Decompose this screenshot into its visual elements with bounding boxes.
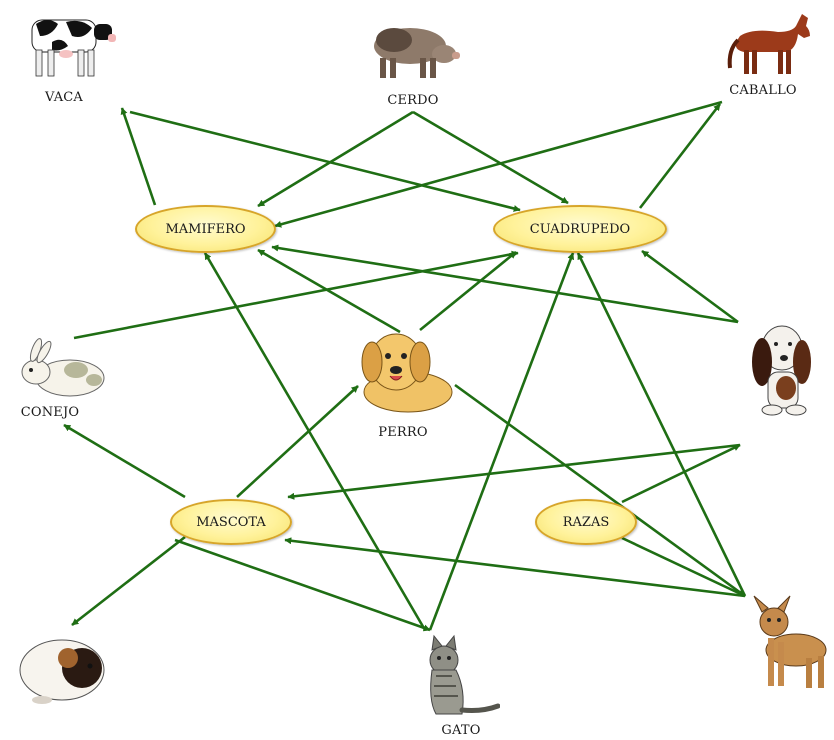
arrow-perro-to-mamifero	[257, 248, 401, 334]
cow-icon	[31, 19, 116, 77]
arrow-mascota-to-gato	[174, 538, 431, 632]
arrow-conejo-to-cuadrupedo	[73, 250, 519, 340]
label-gato: GATO	[441, 723, 481, 738]
concept-cuadrupedo[interactable]: CUADRUPEDO	[493, 205, 667, 253]
arrow-gato-to-cuadrupedo	[428, 252, 575, 631]
arrow-vaca-to-cuadrupedo	[129, 110, 521, 212]
concept-mascota[interactable]: MASCOTA	[170, 499, 292, 545]
cat-icon	[429, 634, 500, 715]
dog-icon	[361, 333, 453, 413]
label-cerdo: CERDO	[387, 93, 439, 108]
arrow-cuadrupedo-to-caballo	[638, 103, 722, 209]
arrow-chihuahua-to-cuadrupedo	[576, 252, 747, 597]
label-conejo: CONEJO	[20, 405, 80, 420]
arrow-caballo-to-mamifero	[274, 100, 723, 228]
label-caballo: CABALLO	[729, 83, 797, 98]
arrow-chihuahua-to-mascota	[284, 537, 746, 598]
arrow-cerdo-to-cuadrupedo	[412, 110, 569, 205]
concept-mascota-label: MASCOTA	[196, 514, 266, 530]
arrow-razas-to-basset	[621, 443, 741, 504]
arrow-perro-to-cuadrupedo	[419, 250, 517, 332]
arrow-mascota-to-perro	[236, 385, 359, 498]
arrow-mamifero-to-vaca	[120, 107, 157, 206]
label-perro: PERRO	[378, 425, 428, 440]
guinea-pig-icon	[19, 639, 105, 704]
arrow-basset-to-mascota	[287, 443, 741, 500]
arrow-basset-to-cuadrupedo	[641, 249, 739, 324]
basset-hound-icon	[752, 325, 811, 416]
concept-mamifero-label: MAMIFERO	[165, 221, 246, 237]
concept-cuadrupedo-label: CUADRUPEDO	[529, 221, 631, 237]
concept-mamifero[interactable]: MAMIFERO	[135, 205, 276, 253]
rabbit-icon	[21, 338, 105, 397]
arrow-mascota-to-cobaya	[71, 535, 186, 627]
label-vaca: VACA	[44, 90, 84, 105]
concept-razas[interactable]: RAZAS	[535, 499, 637, 545]
arrow-perro-to-chihuahua	[454, 383, 746, 598]
arrow-razas-to-chihuahua	[621, 536, 746, 598]
arrow-cerdo-to-mamifero	[257, 110, 414, 208]
chihuahua-icon	[753, 595, 827, 688]
horse-icon	[727, 14, 810, 74]
arrow-gato-to-mamifero	[203, 252, 427, 631]
arrow-basset-to-mamifero	[271, 244, 739, 324]
pig-icon	[374, 28, 460, 78]
arrow-mascota-to-conejo	[63, 423, 186, 499]
concept-razas-label: RAZAS	[562, 514, 610, 530]
